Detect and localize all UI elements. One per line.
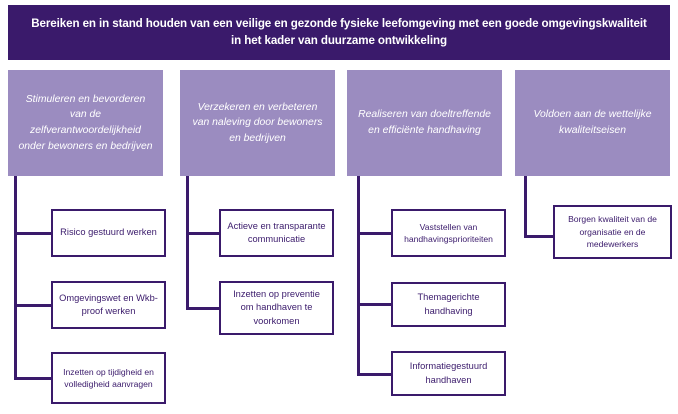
- connector-stub-1-1: [14, 232, 54, 235]
- connector-stub-2-1: [186, 232, 222, 235]
- goal-label-4: Voldoen aan de wettelijke kwaliteitseise…: [533, 109, 652, 136]
- connector-trunk-2: [186, 176, 189, 310]
- leaf-label-1-2: Omgevingswet en Wkb- proof werken: [59, 292, 158, 316]
- goal-box-3: Realiseren van doeltreffende en efficiën…: [347, 70, 502, 176]
- leaf-box-3-1: Vaststellen van handhavingsprioriteiten: [391, 209, 506, 257]
- leaf-label-3-1: Vaststellen van handhavingsprioriteiten: [404, 221, 493, 244]
- leaf-label-1-3: Inzetten op tijdigheid en volledigheid a…: [63, 366, 154, 389]
- goal-label-1: Stimuleren en bevorderen van de zelfvera…: [18, 93, 153, 152]
- header-title: Bereiken en in stand houden van een veil…: [31, 16, 647, 47]
- leaf-label-1-1: Risico gestuurd werken: [60, 227, 157, 238]
- goal-box-1: Stimuleren en bevorderen van de zelfvera…: [8, 70, 163, 176]
- leaf-box-1-3: Inzetten op tijdigheid en volledigheid a…: [51, 352, 166, 404]
- connector-stub-1-2: [14, 304, 54, 307]
- connector-trunk-3: [357, 176, 360, 376]
- goal-label-3: Realiseren van doeltreffende en efficiën…: [358, 109, 491, 136]
- connector-stub-1-3: [14, 377, 54, 380]
- connector-trunk-4: [524, 176, 527, 238]
- leaf-label-3-2: Themagerichte handhaving: [417, 292, 480, 316]
- leaf-box-3-2: Themagerichte handhaving: [391, 282, 506, 327]
- connector-stub-2-2: [186, 307, 222, 310]
- diagram-header-banner: Bereiken en in stand houden van een veil…: [8, 5, 670, 60]
- leaf-box-4-1: Borgen kwaliteit van de organisatie en d…: [553, 205, 672, 259]
- leaf-box-2-1: Actieve en transparante communicatie: [219, 209, 334, 257]
- leaf-label-2-2: Inzetten op preventie om handhaven te vo…: [233, 288, 320, 326]
- leaf-box-3-3: Informatiegestuurd handhaven: [391, 351, 506, 396]
- leaf-box-1-1: Risico gestuurd werken: [51, 209, 166, 257]
- connector-stub-3-2: [357, 303, 393, 306]
- leaf-box-1-2: Omgevingswet en Wkb- proof werken: [51, 281, 166, 329]
- leaf-label-3-3: Informatiegestuurd handhaven: [409, 361, 488, 385]
- connector-trunk-1: [14, 176, 17, 380]
- leaf-label-2-1: Actieve en transparante communicatie: [227, 220, 326, 244]
- goal-box-4: Voldoen aan de wettelijke kwaliteitseise…: [515, 70, 670, 176]
- connector-stub-3-1: [357, 232, 393, 235]
- goal-box-2: Verzekeren en verbeteren van naleving do…: [180, 70, 335, 176]
- connector-stub-3-3: [357, 373, 393, 376]
- connector-stub-4-1: [524, 235, 558, 238]
- leaf-label-4-1: Borgen kwaliteit van de organisatie en d…: [568, 214, 657, 250]
- goal-label-2: Verzekeren en verbeteren van naleving do…: [192, 101, 323, 144]
- leaf-box-2-2: Inzetten op preventie om handhaven te vo…: [219, 281, 334, 335]
